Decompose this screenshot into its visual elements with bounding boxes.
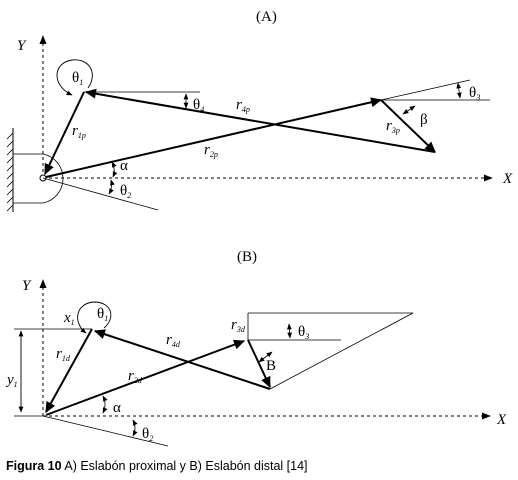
theta1-arc-b — [77, 301, 112, 334]
ground-support — [6, 128, 64, 212]
r1d-label: r1d — [56, 346, 71, 363]
panel-a-title: (A) — [256, 9, 277, 25]
r2p-extension-line — [380, 79, 471, 101]
theta2-arc-b — [132, 419, 138, 437]
theta2-reference-line — [42, 177, 159, 211]
panel-a-y-label: Y — [17, 38, 27, 54]
r4d-label: r4d — [166, 332, 181, 349]
trapezoid-outline — [42, 312, 414, 447]
theta1-label-b: θ1 — [97, 306, 108, 323]
theta3-arc — [456, 82, 462, 99]
panel-b-y-label: Y — [22, 278, 32, 294]
link-r1p — [44, 91, 85, 175]
b-marker — [258, 351, 273, 363]
link-r1d — [45, 328, 93, 413]
y1-label: y1 — [5, 372, 18, 389]
alpha-label-b: α — [113, 400, 121, 416]
panel-b: (B) Y X x1 y1 θ1 θ3 — [5, 249, 507, 447]
r2d-label: r2d — [128, 368, 143, 385]
link-r3p — [380, 99, 436, 153]
theta3-label-b: θ3 — [298, 324, 309, 341]
link-r2d — [45, 339, 246, 416]
alpha-arc — [111, 161, 118, 178]
theta3-arc-b — [286, 323, 293, 339]
r3p-label: r3p — [386, 118, 400, 135]
r2p-label: r2p — [204, 142, 218, 159]
beta-marker — [402, 105, 416, 115]
theta2-arc — [108, 179, 115, 195]
figure-caption: Figura 10 A) Eslabón proximal y B) Eslab… — [6, 459, 308, 473]
link-r2p — [45, 97, 383, 178]
alpha-arc-b — [102, 395, 108, 414]
theta1-arc — [56, 59, 93, 96]
x1-label: x1 — [63, 310, 75, 327]
theta4-label: θ4 — [193, 97, 204, 114]
r1p-label: r1p — [72, 123, 86, 140]
figure-caption-label: Figura 10 — [6, 459, 62, 473]
link-r4d — [93, 329, 271, 390]
theta2-label-b: θ2 — [142, 426, 153, 443]
figure-caption-text: A) Eslabón proximal y B) Eslabón distal … — [61, 459, 308, 473]
r4p-label: r4p — [236, 97, 250, 114]
panel-b-x-label: X — [496, 412, 507, 428]
r3d-label: r3d — [231, 317, 246, 334]
theta3-label: θ3 — [469, 85, 480, 102]
panel-b-title: (B) — [237, 249, 257, 265]
panel-a: (A) Y X θ1 θ4 θ3 θ2 — [6, 9, 513, 212]
b-label: B — [266, 358, 276, 374]
alpha-label: α — [120, 158, 128, 174]
panel-a-x-label: X — [502, 171, 513, 187]
theta1-label: θ1 — [72, 70, 83, 87]
link-r4p — [84, 88, 436, 153]
beta-label: β — [420, 112, 428, 128]
link-r3d — [247, 339, 271, 388]
theta2-label: θ2 — [120, 183, 131, 200]
